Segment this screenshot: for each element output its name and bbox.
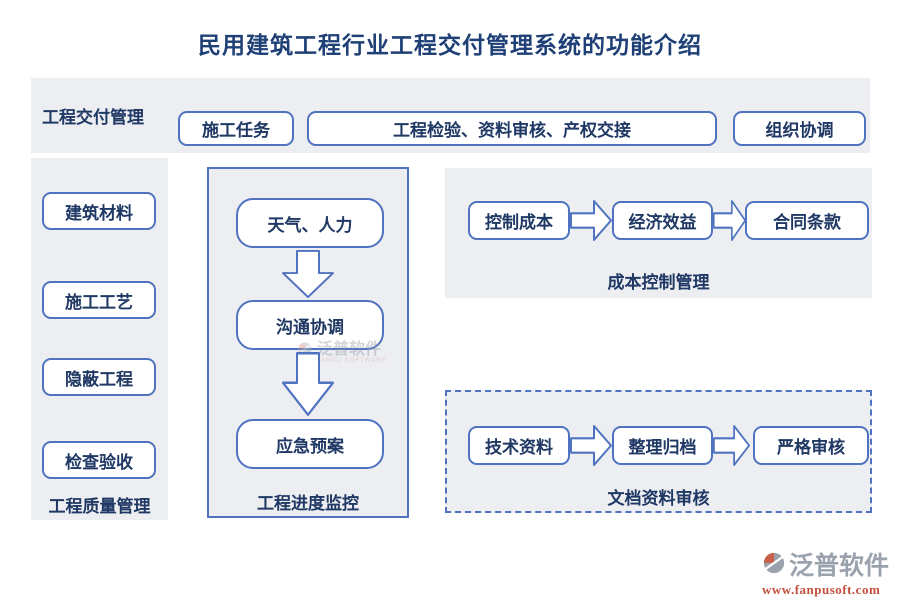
contract-terms-box: 合同条款 [745, 201, 869, 240]
building-materials-box: 建筑材料 [42, 192, 156, 230]
doc-panel-label: 文档资料审核 [607, 489, 710, 508]
quality-management-panel: 建筑材料 施工工艺 隐蔽工程 检查验收 工程质量管理 [31, 158, 168, 520]
organization-coordination-box: 组织协调 [733, 111, 866, 146]
quality-panel-label: 工程质量管理 [48, 497, 151, 516]
fanpu-logo-name: 泛普软件 [789, 551, 890, 580]
organize-archive-box: 整理归档 [612, 426, 713, 465]
fanpu-logo: 泛普软件 www.fanpusoft.com [761, 551, 900, 598]
strict-review-box: 严格审核 [753, 426, 869, 465]
progress-monitoring-panel: 天气、人力 沟通协调 泛普软件 FANPU SOFTWARE [207, 167, 409, 518]
cost-control-panel: 控制成本 经济效益 合同条款 成本控制管理 [445, 168, 872, 298]
control-cost-box: 控制成本 [468, 201, 570, 240]
emergency-plan-box: 应急预案 [236, 419, 384, 469]
hidden-works-box: 隐蔽工程 [42, 358, 156, 396]
page-title: 民用建筑工程行业工程交付管理系统的功能介绍 [198, 33, 702, 58]
delivery-management-band: 工程交付管理 施工任务 工程检验、资料审核、产权交接 组织协调 [31, 78, 870, 153]
cost-panel-label: 成本控制管理 [607, 273, 710, 292]
right-arrow-icon [713, 200, 746, 241]
down-arrow-icon [282, 250, 334, 298]
fanpu-logo-icon [761, 551, 787, 580]
right-arrow-icon [570, 200, 612, 241]
communication-coordination-box: 沟通协调 [236, 300, 384, 350]
delivery-band-label: 工程交付管理 [42, 108, 144, 127]
right-arrow-icon [713, 425, 750, 466]
construction-task-box: 施工任务 [178, 111, 294, 146]
fanpu-logo-url: www.fanpusoft.com [762, 582, 881, 597]
down-arrow-icon [282, 352, 334, 416]
inspection-acceptance-box: 检查验收 [42, 441, 156, 479]
document-review-panel: 技术资料 整理归档 严格审核 文档资料审核 [445, 390, 872, 513]
progress-panel-label: 工程进度监控 [257, 494, 359, 513]
inspection-review-handover-box: 工程检验、资料审核、产权交接 [307, 111, 717, 146]
technical-data-box: 技术资料 [468, 426, 570, 465]
weather-manpower-box: 天气、人力 [236, 198, 384, 248]
economic-benefit-box: 经济效益 [612, 201, 713, 240]
right-arrow-icon [570, 425, 612, 466]
construction-technique-box: 施工工艺 [42, 281, 156, 319]
